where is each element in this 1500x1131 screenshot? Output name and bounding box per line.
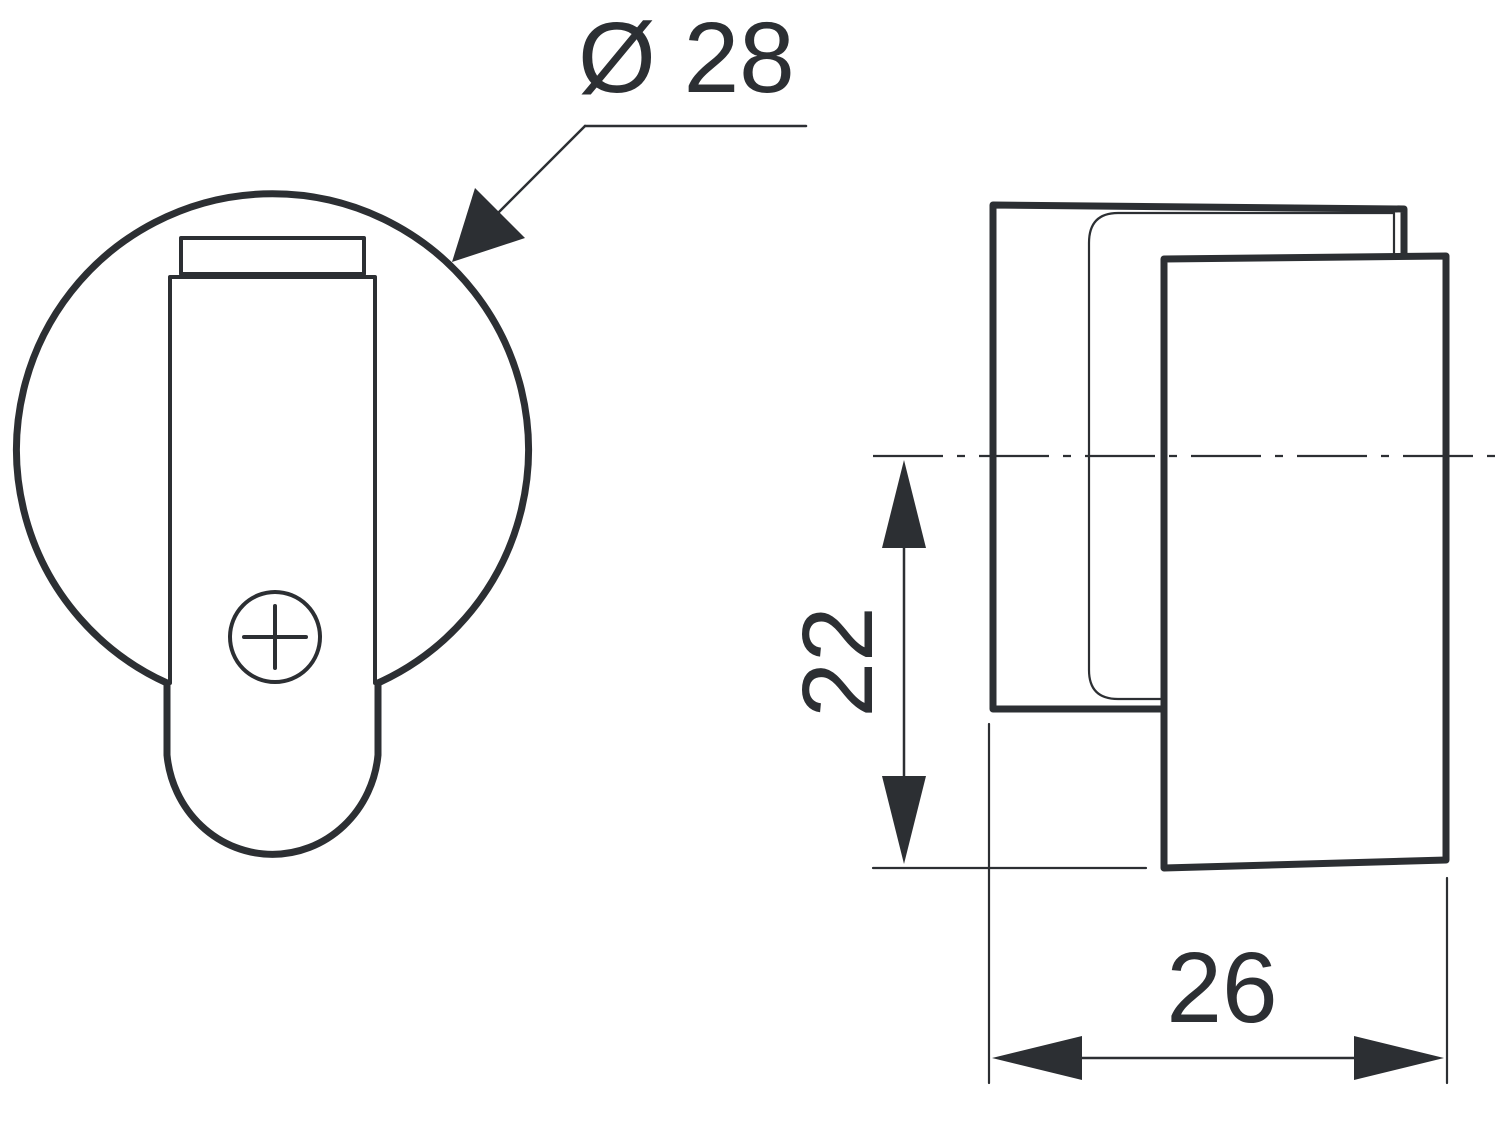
- diameter-leader-line: [493, 124, 587, 218]
- knob-handle-outline: [163, 679, 382, 858]
- rear-body-outline: [989, 201, 1408, 713]
- inner-profile-line: [1087, 211, 1396, 701]
- diameter-arrowhead: [452, 188, 525, 262]
- width-label: 26: [1166, 932, 1277, 1044]
- width-arrowhead-right: [1354, 1036, 1444, 1080]
- diameter-label: Ø 28: [578, 2, 795, 114]
- height-label: 22: [782, 606, 894, 717]
- height-arrowhead-bottom: [882, 776, 926, 864]
- width-dimension: 26: [987, 722, 1449, 1085]
- lever-stem-outline: [168, 275, 377, 685]
- diameter-dimension: Ø 28: [452, 2, 808, 262]
- lever-cap: [179, 236, 366, 276]
- front-view: [13, 190, 532, 858]
- screw-icon: [228, 590, 322, 684]
- side-view: [989, 201, 1450, 872]
- height-dimension: 22: [782, 460, 1148, 870]
- width-arrowhead-left: [992, 1036, 1082, 1080]
- knob-body-outline: [13, 190, 532, 687]
- lever-side-outline: [1160, 252, 1450, 872]
- height-arrowhead-top: [882, 460, 926, 548]
